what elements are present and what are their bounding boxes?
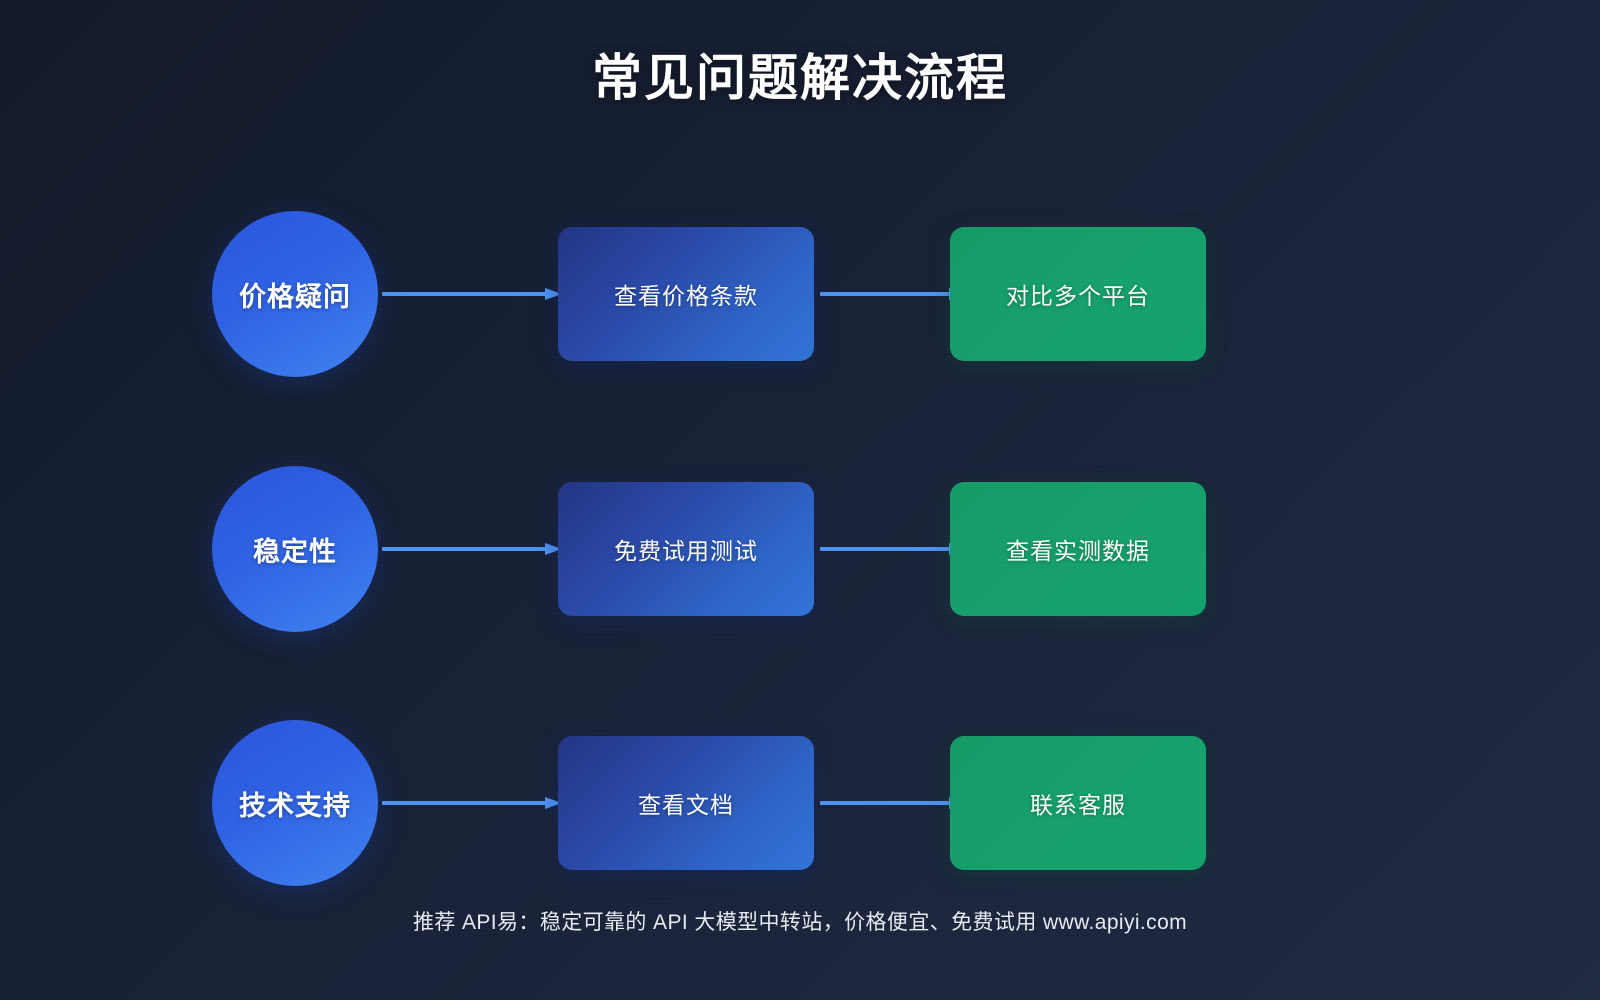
flow-circle-label: 稳定性 <box>253 536 337 567</box>
arrow-shaft <box>382 801 546 805</box>
arrow-step1-to-step2 <box>820 288 966 300</box>
flow-step1-label: 查看文档 <box>638 792 734 818</box>
arrow-circle-to-step1 <box>382 543 562 555</box>
flow-circle-label: 价格疑问 <box>239 281 351 312</box>
flow-step2-label: 查看实测数据 <box>1006 538 1150 564</box>
arrow-head-icon <box>545 543 562 555</box>
arrow-shaft <box>820 547 950 551</box>
arrow-step1-to-step2 <box>820 797 966 809</box>
flow-circle-support[interactable]: 技术支持 <box>212 720 378 886</box>
arrow-circle-to-step1 <box>382 797 562 809</box>
flow-step2-box[interactable]: 联系客服 <box>950 736 1206 870</box>
flow-circle-price[interactable]: 价格疑问 <box>212 211 378 377</box>
flow-step2-box[interactable]: 对比多个平台 <box>950 227 1206 361</box>
flow-step1-label: 免费试用测试 <box>614 538 758 564</box>
page-title: 常见问题解决流程 <box>592 50 1008 106</box>
footer-note: 推荐 API易：稳定可靠的 API 大模型中转站，价格便宜、免费试用 www.a… <box>412 911 1188 934</box>
arrow-head-icon <box>545 797 562 809</box>
arrow-shaft <box>820 292 950 296</box>
flow-step2-label: 对比多个平台 <box>1006 283 1150 309</box>
flow-row-2: 稳定性 免费试用测试 查看实测数据 <box>0 466 1600 636</box>
arrow-step1-to-step2 <box>820 543 966 555</box>
flow-step1-box[interactable]: 免费试用测试 <box>558 482 814 616</box>
flow-row-3: 技术支持 查看文档 联系客服 <box>0 720 1600 890</box>
arrow-head-icon <box>545 288 562 300</box>
flow-step1-box[interactable]: 查看价格条款 <box>558 227 814 361</box>
flow-row-1: 价格疑问 查看价格条款 对比多个平台 <box>0 211 1600 381</box>
flow-step1-box[interactable]: 查看文档 <box>558 736 814 870</box>
arrow-shaft <box>382 547 546 551</box>
flow-circle-stability[interactable]: 稳定性 <box>212 466 378 632</box>
flow-step1-label: 查看价格条款 <box>614 283 758 309</box>
arrow-shaft <box>382 292 546 296</box>
arrow-circle-to-step1 <box>382 288 562 300</box>
flow-step2-label: 联系客服 <box>1030 792 1126 818</box>
flow-circle-label: 技术支持 <box>239 790 351 821</box>
arrow-shaft <box>820 801 950 805</box>
flow-step2-box[interactable]: 查看实测数据 <box>950 482 1206 616</box>
